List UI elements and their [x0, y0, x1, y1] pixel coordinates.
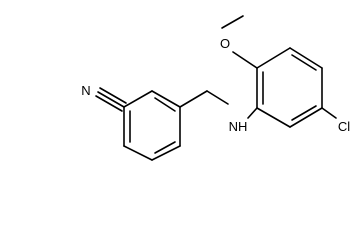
methylene-linker: [179, 90, 258, 119]
nitrile-nitrogen-label: N: [81, 83, 90, 98]
chloro-bond: [321, 107, 337, 119]
methoxy-group: [221, 15, 258, 69]
nitrile-triple-bond: [95, 87, 127, 112]
chlorophenyl-ring: [256, 47, 323, 128]
benzonitrile-ring: [123, 90, 181, 161]
structure-canvas: N NH O Cl: [81, 15, 350, 161]
structure-diagram: N NH O Cl: [81, 15, 350, 161]
amine-nh-label: NH: [229, 119, 248, 134]
ether-oxygen-label: O: [220, 36, 230, 51]
chlorine-label: Cl: [338, 119, 350, 134]
